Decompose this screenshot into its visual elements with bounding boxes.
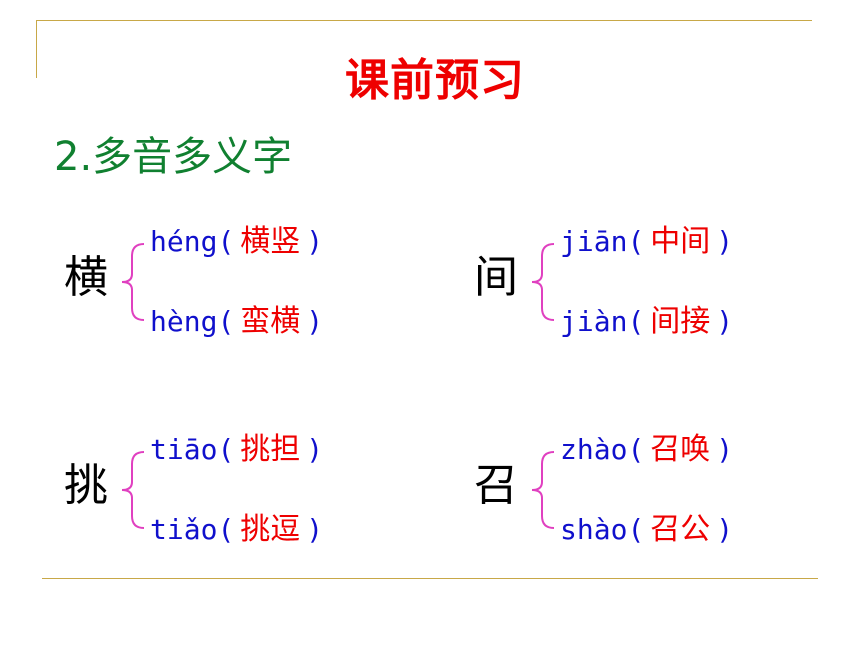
open-paren: (: [217, 513, 235, 546]
section-heading: 2.多音多义字: [54, 134, 293, 180]
open-paren: (: [627, 433, 645, 466]
reading-row: jiàn(间接): [560, 302, 733, 342]
pinyin-text: jiàn: [560, 305, 628, 338]
close-paren: ): [306, 225, 324, 258]
example-word: 召公: [650, 512, 711, 547]
reading-row: shào(召公): [560, 510, 733, 550]
reading-row: tiāo(挑担): [150, 430, 323, 470]
close-paren: ): [716, 433, 734, 466]
pinyin-text: zhào: [560, 433, 628, 466]
close-paren: ): [716, 225, 734, 258]
example-word: 横竖: [240, 224, 301, 259]
open-paren: (: [627, 513, 645, 546]
curly-brace-icon: [121, 451, 145, 529]
example-word: 中间: [650, 224, 711, 259]
reading-row: tiǎo(挑逗): [150, 510, 323, 550]
close-paren: ): [716, 305, 734, 338]
open-paren: (: [217, 305, 235, 338]
close-paren: ): [716, 513, 734, 546]
reading-row: jiān(中间): [560, 222, 733, 262]
pinyin-text: shào: [560, 513, 628, 546]
polyphone-character: 间: [474, 252, 518, 303]
reading-row: zhào(召唤): [560, 430, 733, 470]
open-paren: (: [217, 225, 235, 258]
polyphone-character: 召: [474, 460, 518, 511]
frame-left-line: [36, 20, 37, 78]
example-word: 蛮横: [240, 304, 301, 339]
curly-brace-icon: [531, 451, 555, 529]
example-word: 间接: [650, 304, 711, 339]
example-word: 挑担: [240, 432, 301, 467]
polyphone-character: 横: [64, 252, 108, 303]
open-paren: (: [217, 433, 235, 466]
curly-brace-icon: [531, 243, 555, 321]
close-paren: ): [306, 433, 324, 466]
frame-top-line: [36, 20, 812, 21]
pinyin-text: tiǎo: [150, 513, 218, 546]
reading-row: hèng(蛮横): [150, 302, 323, 342]
open-paren: (: [627, 225, 645, 258]
example-word: 召唤: [650, 432, 711, 467]
curly-brace-icon: [121, 243, 145, 321]
reading-row: héng(横竖): [150, 222, 323, 262]
pinyin-text: héng: [150, 225, 218, 258]
open-paren: (: [627, 305, 645, 338]
pinyin-text: jiān: [560, 225, 628, 258]
close-paren: ): [306, 305, 324, 338]
pinyin-text: hèng: [150, 305, 218, 338]
slide-title: 课前预习: [345, 55, 525, 106]
polyphone-character: 挑: [64, 460, 108, 511]
example-word: 挑逗: [240, 512, 301, 547]
pinyin-text: tiāo: [150, 433, 218, 466]
close-paren: ): [306, 513, 324, 546]
frame-bottom-line: [42, 578, 818, 579]
